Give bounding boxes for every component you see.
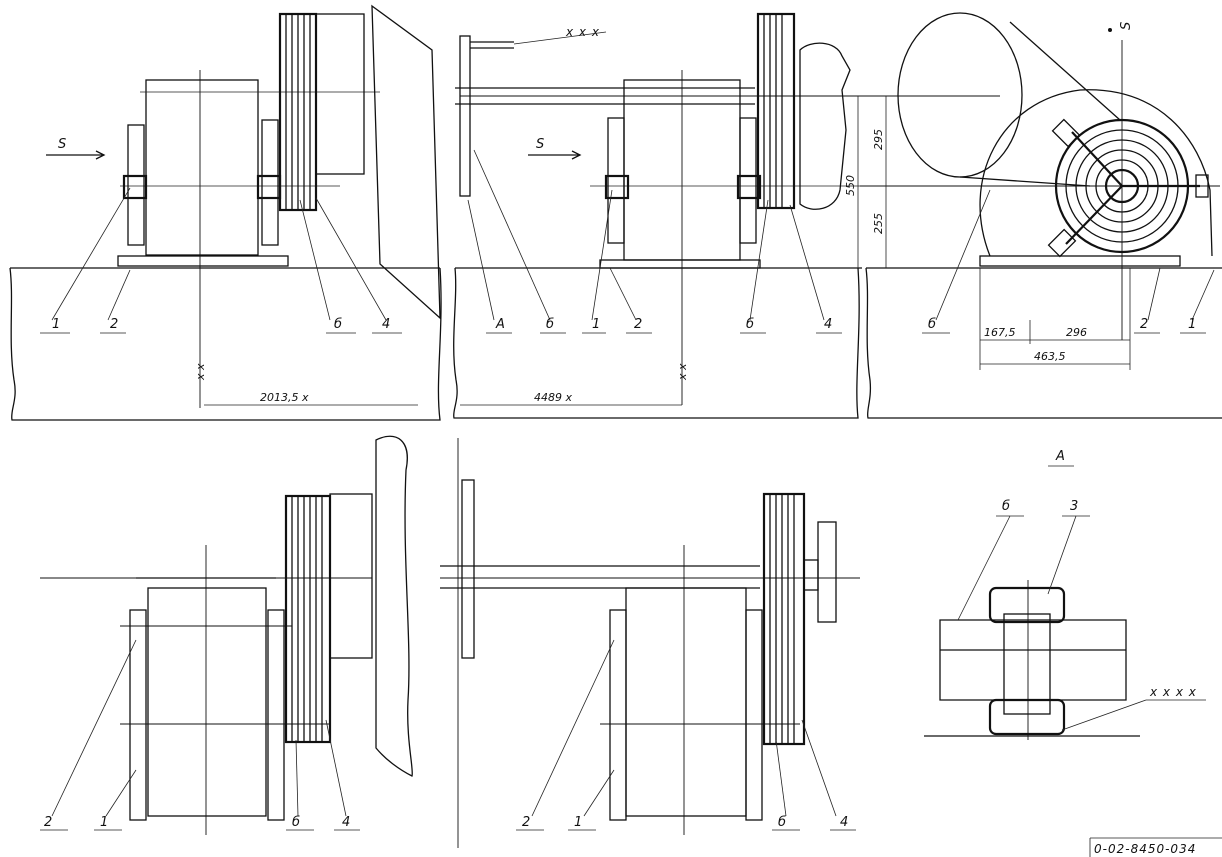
drawing-number-box: 0-02-8450-034 — [1089, 837, 1222, 857]
callout-4-d: 4 — [840, 815, 848, 830]
view-top-right: S 550 295 255 167,5 296 463,5 б 2 1 — [844, 12, 1222, 419]
callouts-bottom-left — [40, 639, 360, 831]
motor-fan-top-middle — [799, 42, 851, 210]
pulley-bottom-left — [284, 494, 332, 744]
callout-6-a: б — [334, 317, 342, 332]
roller-body — [145, 79, 259, 256]
callout-6-f: б — [778, 815, 786, 830]
dim-295: 295 — [872, 129, 885, 150]
arrow-s-label-1: S — [58, 137, 66, 152]
motor-flange — [817, 521, 837, 623]
wall-bottom-left — [375, 435, 413, 777]
callout-2-b: 2 — [634, 317, 642, 332]
dim-167: 167,5 — [984, 326, 1016, 339]
dim-4489: 4489 x — [534, 391, 572, 404]
pulley-top-middle — [756, 12, 796, 210]
dim-296: 296 — [1066, 326, 1087, 339]
base-plate — [117, 255, 289, 267]
pulley-bottom-middle — [762, 492, 806, 746]
callout-2-e: 2 — [522, 815, 530, 830]
foundation-top-middle — [453, 267, 862, 419]
view-a-title: А — [1055, 449, 1065, 464]
callout-4-c: 4 — [342, 815, 350, 830]
clamp-bottom — [988, 698, 1066, 736]
callout-6-e: б — [292, 815, 300, 830]
bearing-left — [127, 124, 145, 246]
callout-3: 3 — [1070, 499, 1078, 514]
foundation-top-right — [865, 267, 1222, 419]
callout-2-a: 2 — [110, 317, 118, 332]
callouts-bottom-middle — [516, 639, 856, 831]
drawing-number: 0-02-8450-034 — [1094, 842, 1196, 856]
callout-1-d: 1 — [100, 815, 108, 830]
callout-6-b: б — [546, 317, 554, 332]
pulley-end-view — [1047, 118, 1209, 258]
pulley-top-left — [278, 12, 318, 212]
callout-2-c: 2 — [1140, 317, 1148, 332]
bracket-bottom — [461, 479, 475, 659]
motor-housing — [315, 13, 365, 175]
view-top-middle: 4489 x x x x x x S А б 1 2 б 4 — [453, 12, 1000, 419]
mark-xx-2: x x — [676, 363, 689, 381]
bearing-right — [261, 119, 279, 246]
belt-section — [939, 619, 1127, 701]
view-top-left: 2013,5 x x x S 1 2 б 4 — [9, 4, 442, 421]
mark-xxx: x x x — [565, 25, 600, 39]
callout-6-d: б — [928, 317, 936, 332]
callout-1-a: 1 — [52, 317, 60, 332]
callouts-top-right — [922, 189, 1215, 334]
mark-xxxx: x x x x — [1149, 685, 1197, 699]
bracket-left — [459, 35, 471, 197]
motor-casing-curve — [979, 89, 1213, 257]
roller-body-3 — [147, 587, 267, 817]
clamp-top — [988, 586, 1066, 624]
belt-loop — [897, 12, 1023, 178]
callout-4-b: 4 — [824, 317, 832, 332]
dim-255: 255 — [872, 213, 885, 234]
callout-4-a: 4 — [382, 317, 390, 332]
callout-1-e: 1 — [574, 815, 582, 830]
view-s-label: S — [1119, 22, 1134, 30]
view-s-dot — [1108, 28, 1112, 32]
arrow-s-label-2: S — [536, 137, 544, 152]
view-a-detail: А б 3 x x x x — [924, 449, 1206, 740]
dim-2013: 2013,5 x — [260, 391, 309, 404]
mark-xx-1: x x — [194, 363, 207, 381]
view-bottom-middle: 2 1 б 4 — [440, 438, 860, 848]
callouts-top-middle — [467, 149, 842, 334]
dim-550: 550 — [844, 175, 857, 196]
roller-body-4 — [625, 587, 747, 817]
callout-1-b: 1 — [592, 317, 600, 332]
callout-6-c: б — [746, 317, 754, 332]
callout-a: А — [495, 317, 505, 332]
callout-1-c: 1 — [1188, 317, 1196, 332]
foundation-top-left — [9, 267, 442, 421]
dim-463: 463,5 — [1034, 350, 1066, 363]
callout-2-d: 2 — [44, 815, 52, 830]
callout-6-g: б — [1002, 499, 1010, 514]
callouts-top-left — [40, 187, 402, 334]
view-bottom-left: 2 1 б 4 — [40, 435, 413, 835]
wall-top-left — [371, 4, 441, 320]
